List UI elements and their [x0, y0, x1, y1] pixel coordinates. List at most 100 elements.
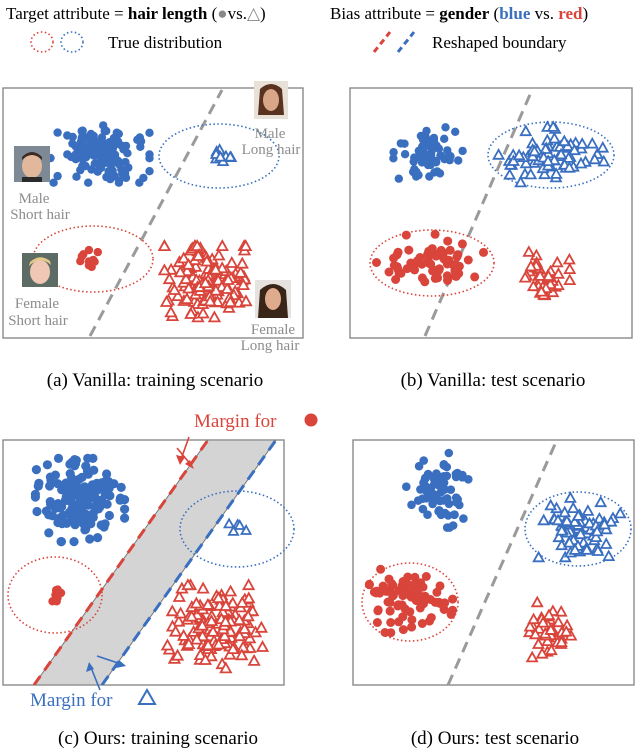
legend-red-ellipse-icon	[30, 31, 54, 53]
circle-point	[92, 485, 102, 495]
circle-point	[421, 154, 430, 163]
triangle-point	[535, 647, 549, 659]
triangle-point	[541, 634, 555, 646]
triangle-point	[541, 154, 555, 167]
circle-point	[63, 131, 72, 140]
circle-point	[440, 134, 449, 143]
panel-c-female-short-cluster	[48, 585, 66, 606]
circle-point	[426, 148, 436, 158]
circle-point	[56, 537, 66, 547]
panel-d-boundary	[446, 441, 558, 686]
legend-red-boundary-icon	[372, 31, 392, 53]
panel-d: (d) Ours: test scenario	[352, 439, 635, 749]
circle-point	[53, 128, 62, 137]
circle-point	[401, 230, 411, 240]
triangle-point	[225, 255, 239, 268]
circle-point	[115, 176, 124, 185]
triangle-point	[198, 276, 213, 289]
circle-point	[448, 594, 458, 604]
circle-point	[34, 478, 44, 488]
circle-point	[121, 157, 130, 167]
panel-b-female-short-cluster	[372, 229, 488, 287]
triangle-point	[534, 284, 548, 297]
panel-b-male-long-cluster	[492, 120, 611, 188]
circle-point	[451, 260, 461, 270]
legend-blue-boundary-icon	[396, 31, 416, 53]
circle-point	[93, 533, 103, 543]
triangle-point	[528, 627, 542, 640]
avatar-female-long	[255, 280, 291, 318]
circle-point	[404, 590, 414, 600]
circle-point	[145, 150, 154, 159]
circle-point	[405, 607, 415, 617]
circle-point	[399, 580, 409, 590]
panel-d-male-long-cluster	[532, 491, 627, 563]
triangle-point	[181, 578, 195, 591]
legend-blue-ellipse-icon	[60, 31, 84, 53]
circle-point	[435, 496, 445, 506]
circle-point	[88, 147, 98, 157]
label-female-short-2: Short hair	[8, 313, 68, 329]
legend-bias: Bias attribute = gender (blue vs. red)	[330, 4, 588, 23]
triangle-point	[191, 248, 206, 261]
label-male-short-2: Short hair	[10, 207, 70, 223]
triangle-point	[530, 595, 544, 608]
triangle-point	[562, 535, 576, 548]
circle-point	[451, 127, 460, 136]
panel-c-male-long-cluster	[222, 517, 253, 536]
circle-point	[410, 572, 420, 582]
circle-point	[376, 564, 386, 574]
triangle-point	[177, 251, 191, 264]
panel-c-male-long-ellipse	[179, 490, 295, 568]
legend-circle-glyph: ●	[217, 4, 227, 23]
legend-triangle-glyph: △	[247, 4, 261, 23]
triangle-point	[215, 239, 229, 252]
triangle-point	[554, 604, 568, 617]
circle-point	[451, 469, 461, 479]
triangle-point	[503, 168, 517, 180]
circle-point	[410, 165, 419, 174]
triangle-point	[551, 513, 565, 526]
circle-point	[388, 591, 398, 601]
circle-point	[439, 472, 449, 481]
label-male-long-1: Male	[255, 126, 286, 142]
triangle-point	[554, 147, 568, 160]
triangle-point	[172, 589, 186, 602]
triangle-point	[580, 543, 594, 555]
circle-point	[89, 465, 99, 475]
circle-point	[67, 152, 76, 162]
triangle-point	[537, 513, 551, 526]
triangle-point	[242, 591, 256, 604]
circle-point	[372, 618, 382, 627]
triangle-point	[217, 629, 232, 641]
circle-point	[402, 264, 412, 274]
circle-point	[458, 146, 467, 156]
circle-point	[431, 158, 441, 167]
triangle-point	[159, 294, 174, 307]
triangle-point	[236, 278, 251, 291]
circle-point	[372, 258, 381, 267]
circle-point	[90, 159, 100, 168]
circle-point	[75, 493, 85, 503]
triangle-point	[596, 140, 610, 153]
circle-point	[389, 148, 398, 157]
triangle-point	[179, 272, 193, 285]
triangle-point	[201, 597, 215, 610]
triangle-point	[190, 239, 204, 252]
panel-b-male-short-cluster	[389, 123, 467, 183]
circle-point	[373, 606, 383, 616]
circle-point	[444, 448, 454, 458]
panel-b-female-short-ellipse	[369, 229, 495, 297]
circle-point	[413, 596, 423, 606]
circle-point	[114, 160, 124, 169]
circle-point	[400, 150, 410, 159]
circle-point	[436, 487, 446, 497]
circle-point	[410, 265, 420, 275]
panel-b-male-long-ellipse	[487, 121, 615, 189]
triangle-point	[560, 514, 574, 527]
triangle-point	[602, 549, 616, 561]
panel-a-male-long-cluster	[209, 143, 238, 167]
triangle-point	[551, 267, 565, 279]
triangle-point	[546, 120, 560, 132]
